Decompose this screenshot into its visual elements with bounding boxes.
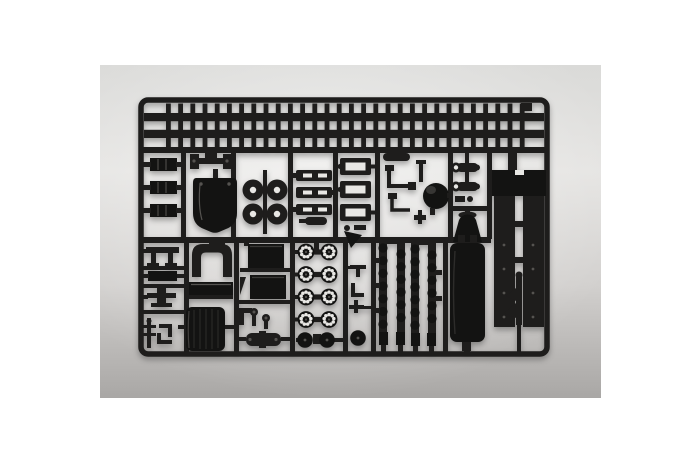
top-yoke-bracket	[190, 152, 232, 178]
axle-boxes	[451, 151, 480, 202]
boiler-dome-sphere	[423, 183, 452, 215]
sprue	[138, 97, 550, 357]
boiler-cylinder	[178, 307, 236, 351]
small-brackets-left	[141, 247, 184, 348]
cylinder-capsule	[236, 331, 291, 348]
spoked-wheels	[294, 243, 338, 328]
ladder-steps	[291, 170, 337, 225]
wheel-rod-assembly-right	[410, 239, 442, 354]
blind-wheels	[296, 330, 366, 348]
main-frame-ladder	[492, 151, 546, 354]
tank-slab	[450, 235, 485, 354]
coupler-blocks	[143, 158, 182, 217]
sprue-outer-frame	[138, 97, 550, 357]
window-frames	[336, 158, 377, 231]
track-rail-section	[144, 103, 544, 147]
water-tanks	[240, 240, 290, 299]
wheel-rod-assembly-left	[374, 238, 406, 354]
pipe-fittings	[239, 308, 270, 329]
channel-beam	[189, 282, 233, 299]
small-brackets-strip	[344, 231, 372, 313]
cab-front-shield	[193, 178, 237, 233]
steam-pipes	[383, 149, 426, 224]
cab-roof-staple	[192, 240, 232, 277]
axle-pads	[242, 170, 288, 234]
